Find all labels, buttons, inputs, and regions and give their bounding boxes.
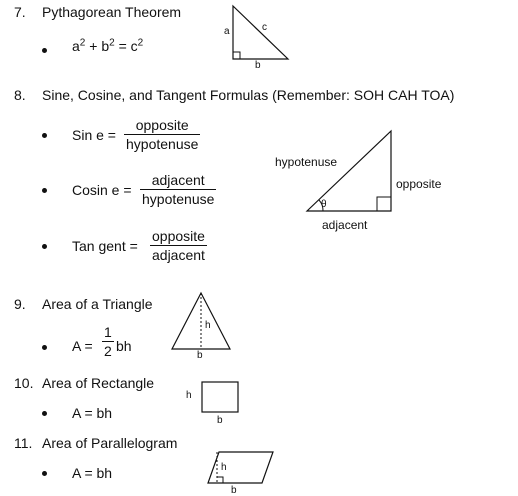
triangle-area-denominator: 2 [104, 343, 112, 359]
sine-denominator: hypotenuse [126, 136, 199, 152]
sine-numerator: opposite [135, 117, 189, 133]
pythagorean-label-b: b [255, 60, 261, 71]
item-8-title: Sine, Cosine, and Tangent Formulas (Reme… [42, 87, 455, 103]
tangent-bullet [42, 244, 47, 249]
item-7-title: Pythagorean Theorem [42, 4, 182, 20]
item-10-title: Area of Rectangle [42, 375, 155, 391]
item-10-number: 10. [14, 375, 34, 391]
tangent-fraction-bar [150, 245, 207, 246]
item-7-bullet [42, 48, 47, 53]
rectangle-area-label-b: b [217, 415, 223, 426]
item-11-title: Area of Parallelogram [42, 435, 178, 451]
item-8-number: 8. [14, 87, 26, 103]
cosine-denominator: hypotenuse [142, 191, 215, 207]
cosine-bullet [42, 188, 47, 193]
cosine-numerator: adjacent [151, 172, 205, 188]
triangle-area-lhs: A = [72, 338, 93, 354]
pythagorean-label-a: a [224, 26, 230, 37]
trig-label-adjacent: adjacent [322, 218, 368, 232]
item-11-number: 11. [14, 435, 33, 451]
tangent-numerator: opposite [152, 228, 205, 244]
triangle-area-numerator: 1 [104, 324, 112, 340]
rectangle-area-label-h: h [186, 390, 192, 401]
triangle-area-fraction-bar [102, 341, 114, 342]
triangle-area-label-h: h [205, 320, 211, 331]
trig-label-theta: θ [321, 199, 327, 210]
rectangle-area-bullet [42, 411, 47, 416]
sine-fraction-bar [124, 134, 201, 135]
parallelogram-area-label-h: h [221, 462, 227, 473]
item-9-title: Area of a Triangle [42, 296, 153, 312]
trig-label-hypotenuse: hypotenuse [275, 155, 338, 169]
sine-fraction: opposite hypotenuse [124, 117, 201, 152]
cosine-fraction-bar [140, 189, 217, 190]
item-9-number: 9. [14, 296, 26, 312]
triangle-area-bullet [42, 345, 47, 350]
parallelogram-area-label-b: b [231, 485, 237, 496]
triangle-area-rest: bh [116, 338, 132, 354]
cosine-label: Cosin e = [72, 182, 132, 198]
parallelogram-area-bullet [42, 471, 47, 476]
sine-bullet [42, 133, 47, 138]
item-7-number: 7. [14, 4, 26, 20]
tangent-fraction: opposite adjacent [150, 228, 207, 263]
sine-label: Sin e = [72, 127, 116, 143]
pythagorean-label-c: c [262, 22, 267, 33]
rectangle-area-formula: A = bh [72, 405, 113, 421]
trig-label-opposite: opposite [396, 177, 442, 191]
triangle-area-fraction: 1 2 [102, 324, 114, 359]
parallelogram-area-formula: A = bh [72, 465, 113, 481]
cosine-fraction: adjacent hypotenuse [140, 172, 217, 207]
triangle-area-label-b: b [197, 350, 203, 361]
tangent-label: Tan gent = [72, 238, 138, 254]
pythagorean-formula: a2 + b2 = c2 [72, 37, 144, 54]
tangent-denominator: adjacent [152, 247, 205, 263]
